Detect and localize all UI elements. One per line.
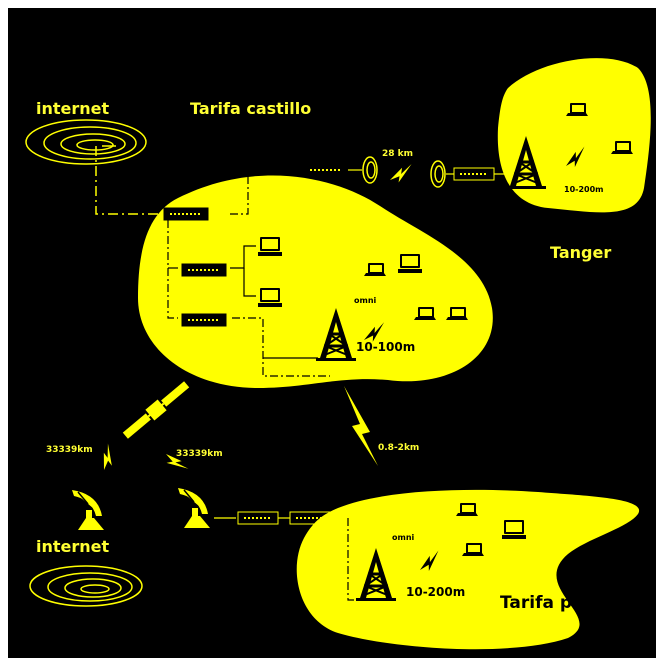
label-tarifa-playa: Tarifa playa — [500, 593, 611, 613]
lightning-icon — [387, 164, 415, 184]
label-range-castillo: 10-100m — [356, 340, 415, 354]
diagram-canvas: internet Tarifa castillo omni 10-100m 28… — [25, 58, 651, 650]
region-tarifa-castillo — [138, 175, 493, 388]
helix-antenna-icon — [430, 160, 446, 188]
router-icon — [163, 207, 209, 221]
castillo-wiring — [167, 167, 330, 377]
dish-icon — [71, 489, 105, 531]
helix-antenna-icon — [362, 156, 378, 184]
router-icon — [181, 313, 227, 327]
internet-spiral-top-icon — [25, 119, 147, 165]
monitor-icon — [502, 520, 526, 539]
label-sat-dist-left: 33339km — [46, 445, 93, 455]
label-08-2km: 0.8-2km — [378, 443, 419, 453]
internet-spiral-bottom-icon — [29, 565, 143, 607]
label-tarifa-castillo: Tarifa castillo — [190, 99, 311, 118]
dish-icon — [177, 487, 211, 529]
label-omni-castillo: omni — [354, 296, 377, 305]
router-icon — [181, 263, 227, 277]
label-omni-playa: omni — [392, 533, 415, 542]
router-icon — [453, 167, 495, 181]
label-sat-dist-right: 33339km — [176, 449, 223, 459]
label-internet-bottom: internet — [36, 537, 110, 556]
link-internet-castillo — [95, 146, 158, 215]
label-tanger: Tanger — [550, 243, 611, 262]
label-range-playa: 10-200m — [406, 585, 465, 599]
monitor-icon — [258, 237, 282, 256]
lightning-icon — [94, 443, 122, 473]
router-icon — [303, 163, 349, 177]
monitor-icon — [258, 288, 282, 307]
region-tarifa-playa — [296, 489, 640, 650]
lightning-icon — [344, 386, 378, 466]
monitor-icon — [398, 254, 422, 273]
satellite-icon — [122, 381, 190, 439]
router-icon — [237, 511, 279, 525]
label-internet-top: internet — [36, 99, 110, 118]
label-range-tanger: 10-200m — [564, 185, 604, 194]
label-28km: 28 km — [382, 149, 413, 159]
network-diagram: internet Tarifa castillo omni 10-100m 28… — [8, 8, 656, 658]
